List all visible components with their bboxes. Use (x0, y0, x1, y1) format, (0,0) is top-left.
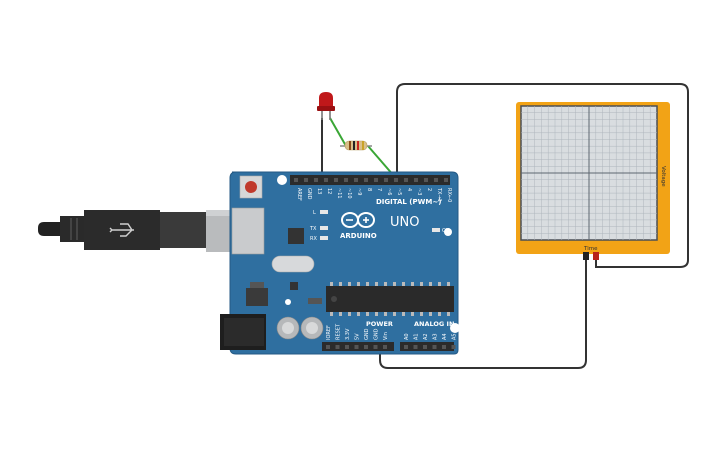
power-pin-6[interactable] (383, 345, 387, 349)
usb-symbol-icon (109, 223, 134, 237)
digital-pin-15[interactable] (444, 178, 448, 182)
digital-pin-label: RX←0 (446, 188, 452, 202)
digital-pin-label: AREF (296, 188, 302, 201)
digital-pin-6[interactable] (354, 178, 358, 182)
digital-header[interactable] (290, 175, 450, 185)
analog-pin-0[interactable] (404, 345, 408, 349)
power-pin-label: RESET (336, 323, 342, 340)
analog-pin-label: A5 (452, 333, 458, 340)
digital-pin-label: ~11 (336, 188, 342, 199)
wire-ground[interactable] (379, 258, 587, 369)
power-pin-label: 5V (355, 333, 361, 340)
arduino-logo-text: ARDUINO (340, 232, 377, 240)
analog-pin-label: A3 (433, 333, 439, 340)
scope-terminal-negative[interactable] (583, 252, 589, 260)
digital-pin-label: ~10 (346, 188, 352, 199)
digital-pin-9[interactable] (384, 178, 388, 182)
analog-pin-2[interactable] (423, 345, 427, 349)
power-pin-label: IOREF (326, 325, 332, 340)
analog-pin-label: A2 (423, 333, 429, 340)
digital-pin-label: 12 (326, 188, 332, 194)
scope-terminal-positive[interactable] (593, 252, 599, 260)
arduino-uno-board[interactable]: AREF GND 13 12 ~11 ~10 ~9 8 7 ~6 ~5 4 ~3 2 TX→1 RX←0 DI… (220, 171, 460, 355)
digital-pin-10[interactable] (394, 178, 398, 182)
digital-pin-label: 2 (426, 188, 432, 191)
digital-pin-8[interactable] (374, 178, 378, 182)
digital-header-label: DIGITAL (PWM~) (376, 198, 441, 206)
power-pin-label: GND (374, 328, 380, 340)
digital-pin-label: 13 (316, 188, 322, 194)
arduino-logo-icon (341, 212, 375, 228)
digital-pin-label: ~5 (396, 188, 402, 195)
digital-pin-labels: AREF GND 13 12 ~11 ~10 ~9 8 7 ~6 ~5 4 ~3 2 TX→1 RX←0 (296, 187, 452, 202)
analog-pin-label: A4 (442, 333, 448, 340)
power-label: POWER (366, 320, 393, 328)
atmega-chip (326, 282, 454, 316)
power-pin-label: Vin (383, 332, 389, 340)
reset-button[interactable] (239, 175, 263, 199)
digital-pin-13[interactable] (424, 178, 428, 182)
digital-pin-12[interactable] (414, 178, 418, 182)
scope-time-label: Time (583, 246, 598, 252)
oscilloscope[interactable]: Time Voltage (516, 102, 670, 260)
digital-pin-1[interactable] (304, 178, 308, 182)
analog-header[interactable] (400, 342, 456, 351)
power-header[interactable] (322, 342, 394, 351)
power-pin-label: 3.3V (345, 328, 351, 340)
power-pin-1[interactable] (335, 345, 340, 349)
red-led[interactable] (317, 92, 335, 120)
led-label-rx: RX (310, 236, 317, 242)
power-pin-5[interactable] (373, 345, 378, 349)
digital-pin-11[interactable] (404, 178, 408, 182)
led-label-l: L (313, 210, 316, 216)
digital-pin-14[interactable] (434, 178, 438, 182)
digital-pin-5[interactable] (344, 178, 348, 182)
digital-pin-label: 8 (366, 188, 372, 191)
digital-pin-0[interactable] (294, 178, 298, 182)
digital-pin-label: 4 (406, 188, 412, 191)
digital-pin-4[interactable] (334, 178, 338, 182)
power-pin-0[interactable] (326, 345, 330, 349)
digital-pin-label: ~3 (416, 188, 422, 195)
analog-pin-4[interactable] (442, 345, 446, 349)
digital-pin-2[interactable] (314, 178, 318, 182)
analog-pin-5[interactable] (451, 345, 456, 349)
wire-signal[interactable] (396, 83, 689, 268)
digital-pin-label: ~6 (386, 188, 392, 195)
analog-pin-1[interactable] (413, 345, 418, 349)
scope-voltage-label: Voltage (660, 166, 666, 187)
wire-resistor-pin[interactable] (367, 145, 395, 177)
digital-pin-7[interactable] (364, 178, 368, 182)
power-pin-2[interactable] (345, 345, 349, 349)
digital-pin-label: 7 (376, 188, 382, 191)
analog-pin-label: A1 (414, 333, 420, 340)
digital-pin-label: ~9 (356, 188, 362, 195)
resistor[interactable] (340, 140, 372, 151)
usb-cable[interactable] (38, 210, 262, 252)
analog-label: ANALOG IN (414, 320, 454, 328)
digital-pin-3[interactable] (324, 178, 328, 182)
digital-pin-label: GND (306, 188, 312, 200)
board-model: UNO (390, 215, 419, 230)
wires (321, 83, 689, 369)
power-pin-4[interactable] (364, 345, 368, 349)
power-pin-label: GND (364, 328, 370, 340)
wire-led-resistor[interactable] (329, 117, 347, 147)
power-pin-3[interactable] (354, 345, 359, 349)
led-label-on: ON (442, 228, 450, 234)
led-label-tx: TX (309, 226, 317, 232)
analog-pin-3[interactable] (432, 345, 437, 349)
digital-pin-label: TX→1 (436, 187, 442, 202)
analog-pin-label: A0 (404, 333, 410, 340)
